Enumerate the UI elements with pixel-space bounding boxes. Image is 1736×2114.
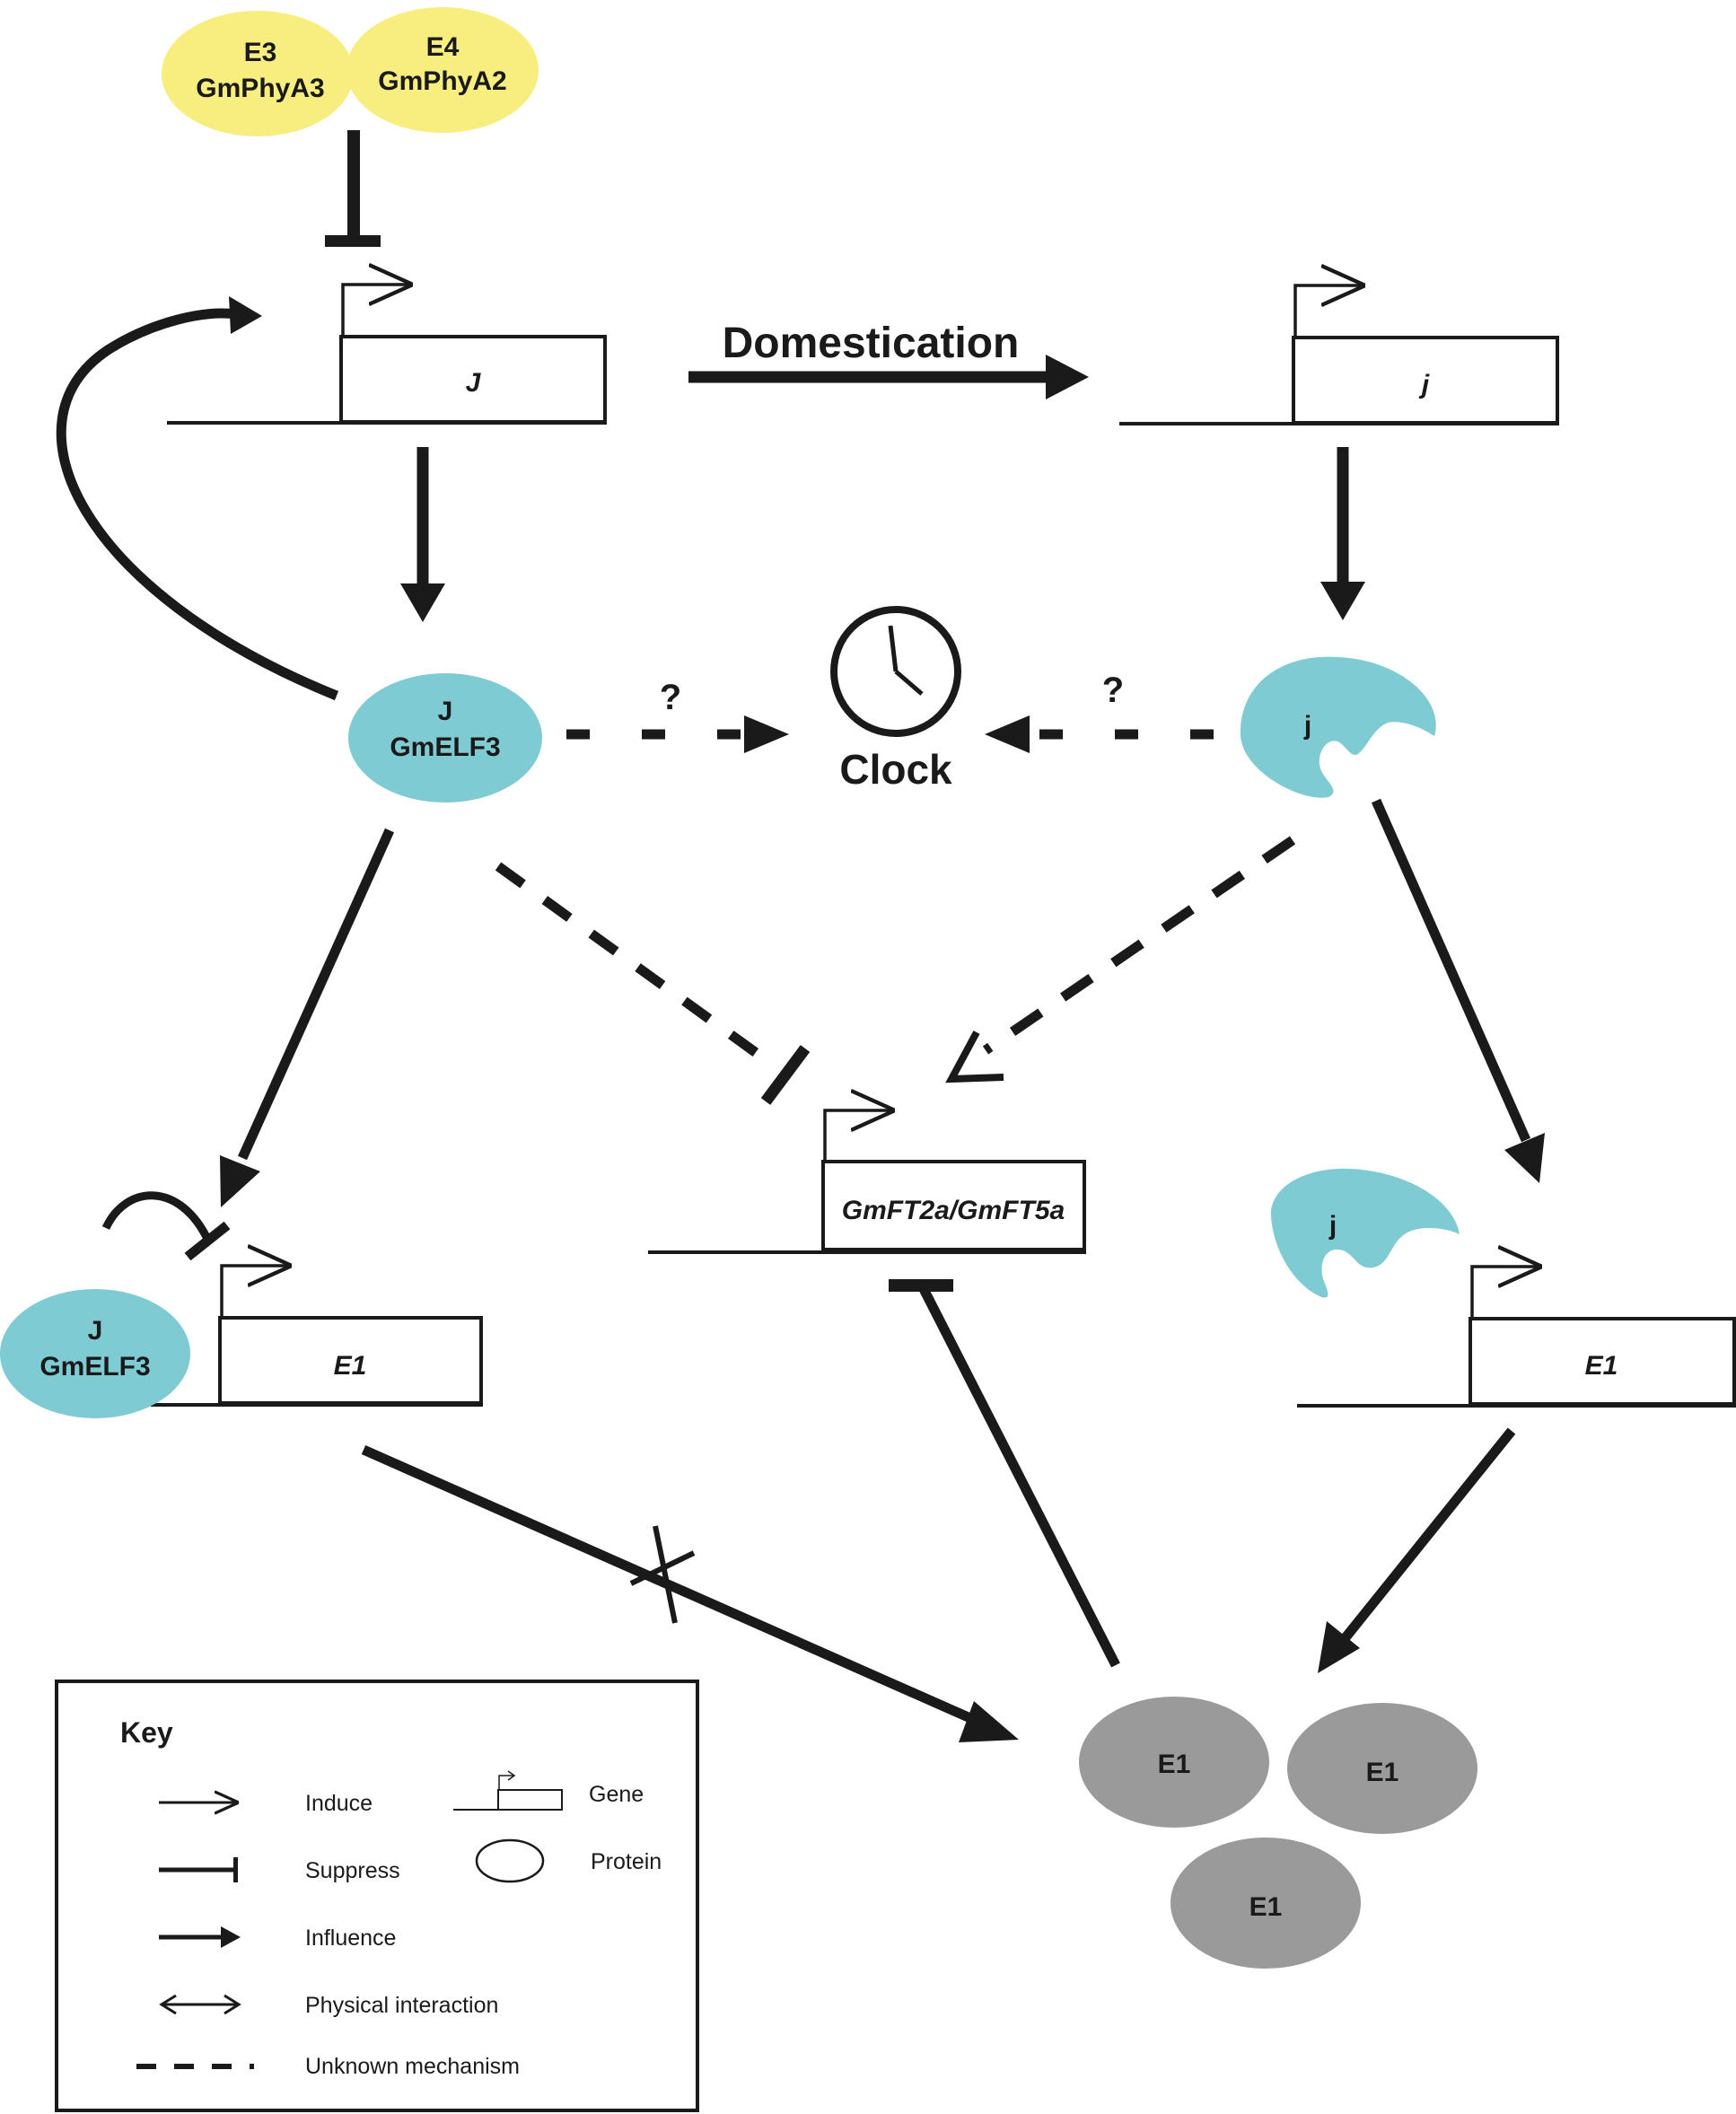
j-gene-expression-arrow bbox=[400, 447, 445, 622]
e1-protein-2-label: E1 bbox=[1366, 1758, 1399, 1787]
domestication-label: Domestication bbox=[723, 320, 1020, 367]
e1-right-expression-arrow bbox=[1318, 1427, 1516, 1673]
ft-gene: GmFT2a/GmFT5a bbox=[648, 1110, 1086, 1254]
j-elf3-protein-label: GmELF3 bbox=[390, 732, 500, 762]
key-protein-label: Protein bbox=[591, 1849, 662, 1874]
e1-left-blocked-arrow bbox=[361, 1444, 1019, 1742]
elf3-feedback-arrow bbox=[56, 296, 339, 701]
j-elf3-bound-protein-label: GmELF3 bbox=[39, 1352, 150, 1382]
elf3-suppress-ft-dashed bbox=[495, 862, 811, 1105]
e1-protein-1 bbox=[1079, 1697, 1269, 1828]
key-interaction-label: Physical interaction bbox=[305, 1993, 498, 2018]
j-mutant-to-clock-dashed: ? bbox=[985, 671, 1214, 753]
e1-gene-left: E1 bbox=[151, 1266, 483, 1407]
e1-suppress-ft bbox=[889, 1279, 1120, 1668]
ft-gene-label: GmFT2a/GmFT5a bbox=[842, 1196, 1065, 1225]
j-gene: J bbox=[167, 285, 607, 425]
key-legend: Key Induce Suppress Influence Physical i… bbox=[55, 1680, 699, 2112]
key-gene-label: Gene bbox=[589, 1782, 644, 1807]
e1-left-promoter-arrow bbox=[220, 1266, 292, 1318]
j-mutant-unbound-label: j bbox=[1328, 1211, 1337, 1241]
e1-protein-1-label: E1 bbox=[1158, 1750, 1191, 1779]
j-mutant-expression-arrow bbox=[1320, 447, 1365, 620]
elf3-to-clock-dashed: ? bbox=[566, 678, 789, 753]
unknown-left-label: ? bbox=[660, 678, 681, 717]
j-elf3-protein-bound: J GmELF3 bbox=[0, 1289, 190, 1418]
key-unknown-label: Unknown mechanism bbox=[305, 2054, 520, 2079]
key-border bbox=[55, 1680, 699, 2112]
e4-protein-label: GmPhyA2 bbox=[378, 66, 506, 96]
j-mutant-gene-promoter-arrow bbox=[1293, 285, 1365, 338]
j-elf3-protein: J GmELF3 bbox=[348, 673, 542, 803]
e1-gene-right: E1 bbox=[1297, 1267, 1736, 1408]
e1-protein-2 bbox=[1287, 1703, 1477, 1834]
elf3-to-e1-arrow bbox=[220, 828, 395, 1207]
phytochrome-complex: E3 GmPhyA3 E4 GmPhyA2 bbox=[162, 7, 539, 136]
key-protein-symbol bbox=[475, 1838, 545, 1883]
e1-protein-cluster: E1 E1 E1 bbox=[1079, 1697, 1477, 1969]
clock-label: Clock bbox=[839, 746, 952, 793]
e1-protein-3 bbox=[1170, 1838, 1361, 1969]
e4-name: E4 bbox=[426, 32, 460, 62]
phytochrome-suppress-j bbox=[325, 130, 381, 247]
ft-gene-promoter-arrow bbox=[823, 1110, 895, 1162]
j-mutant-protein: j bbox=[1240, 656, 1436, 798]
clock: Clock bbox=[830, 606, 961, 793]
j-elf3-bound-name: J bbox=[88, 1316, 103, 1346]
key-induce-label: Induce bbox=[305, 1791, 373, 1816]
e1-protein-3-label: E1 bbox=[1249, 1892, 1283, 1922]
j-mutant-gene: j bbox=[1119, 285, 1559, 425]
e3-protein bbox=[162, 11, 354, 136]
j-mutant-influence-ft-dashed bbox=[945, 836, 1296, 1083]
j-elf3-name: J bbox=[438, 697, 453, 726]
key-title: Key bbox=[120, 1716, 173, 1749]
e1-left-gene-label: E1 bbox=[334, 1351, 367, 1381]
e3-protein-label: GmPhyA3 bbox=[196, 74, 324, 103]
e4-protein bbox=[346, 7, 539, 133]
j-mutant-protein-unbound: j bbox=[1270, 1168, 1460, 1298]
domestication-arrow: Domestication bbox=[688, 320, 1089, 399]
j-gene-promoter-arrow bbox=[341, 285, 413, 337]
j-gene-label: J bbox=[466, 368, 482, 398]
j-mutant-to-e1-arrow bbox=[1371, 798, 1545, 1183]
e3-name: E3 bbox=[244, 38, 277, 67]
j-mutant-protein-label: j bbox=[1303, 711, 1311, 741]
unknown-right-label: ? bbox=[1102, 671, 1124, 710]
e1-right-gene-label: E1 bbox=[1585, 1351, 1618, 1381]
elf3-binding-suppress-e1 bbox=[101, 1191, 231, 1261]
e1-right-promoter-arrow bbox=[1470, 1267, 1542, 1319]
key-influence-label: Influence bbox=[305, 1925, 396, 1951]
key-suppress-label: Suppress bbox=[305, 1858, 400, 1883]
j-mutant-gene-label: j bbox=[1418, 370, 1430, 399]
